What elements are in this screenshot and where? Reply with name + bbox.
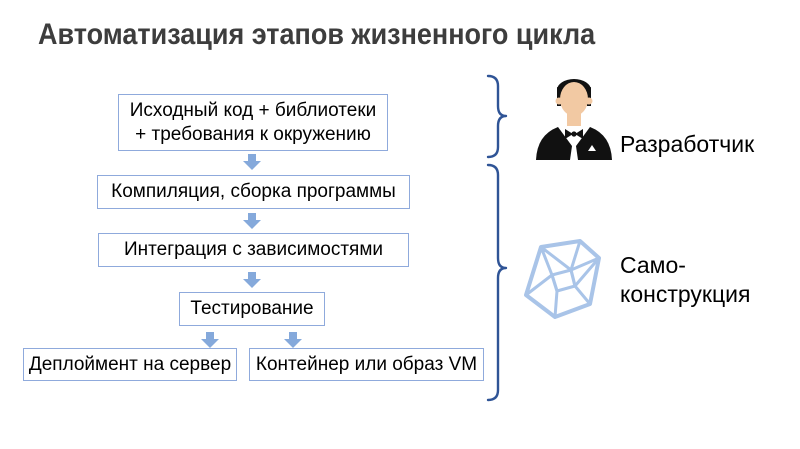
flow-box-deploy-label: Деплоймент на сервер xyxy=(28,353,232,375)
down-arrow-icon xyxy=(243,154,261,170)
developer-person-icon xyxy=(536,79,612,160)
brace-developer-icon xyxy=(486,74,508,159)
flow-box-build-label: Компиляция, сборка программы xyxy=(111,181,396,202)
down-arrow-icon xyxy=(201,332,219,348)
brace-self-construction-icon xyxy=(486,163,508,402)
down-arrow-icon xyxy=(243,213,261,229)
flow-box-testing-label: Тестирование xyxy=(190,298,314,319)
down-arrow-icon xyxy=(243,272,261,288)
flow-box-source-label: Исходный код + библиотеки + требования к… xyxy=(129,99,377,145)
self-construction-label: Само- конструкция xyxy=(620,252,751,307)
developer-label: Разработчик xyxy=(620,131,755,157)
down-arrow-icon xyxy=(284,332,302,348)
flow-box-build: Компиляция, сборка программы xyxy=(97,175,410,209)
flow-box-integration-label: Интеграция с зависимостями xyxy=(123,239,383,260)
grouping-braces xyxy=(486,74,508,402)
slide-title: Автоматизация этапов жизненного цикла xyxy=(38,18,596,51)
flow-box-container-label: Контейнер или образ VM xyxy=(255,353,478,375)
flow-box-testing: Тестирование xyxy=(179,292,325,326)
flow-box-source: Исходный код + библиотеки + требования к… xyxy=(118,94,388,151)
flow-box-integration: Интеграция с зависимостями xyxy=(98,233,409,267)
flow-box-container: Контейнер или образ VM xyxy=(249,348,484,381)
polyhedron-wireframe-icon xyxy=(524,239,601,319)
flow-box-deploy: Деплоймент на сервер xyxy=(23,348,237,381)
